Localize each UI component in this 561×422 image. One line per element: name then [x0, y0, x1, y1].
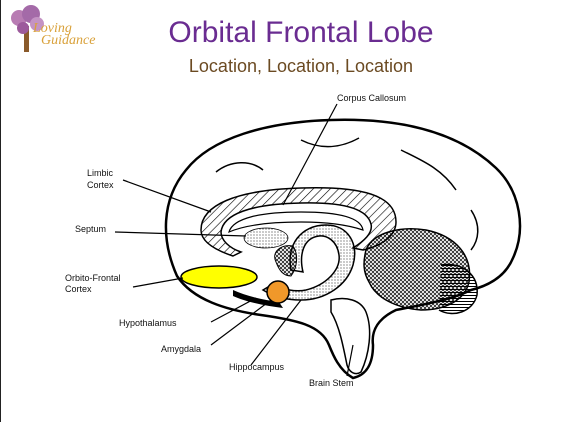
- label-orbito-line2: Cortex: [65, 284, 92, 294]
- label-orbito-line1: Orbito-Frontal: [65, 273, 121, 283]
- label-hippocampus: Hippocampus: [229, 362, 285, 372]
- orbito-frontal-region: [181, 266, 257, 288]
- label-septum: Septum: [75, 224, 106, 234]
- septum-region: [244, 228, 288, 248]
- amygdala-region: [267, 281, 289, 303]
- label-hypothalamus: Hypothalamus: [119, 318, 177, 328]
- label-brain-stem: Brain Stem: [309, 378, 354, 388]
- label-amygdala: Amygdala: [161, 344, 201, 354]
- label-limbic-line2: Cortex: [87, 180, 114, 190]
- label-corpus-callosum: Corpus Callosum: [337, 93, 406, 103]
- label-limbic-line1: Limbic: [87, 168, 114, 178]
